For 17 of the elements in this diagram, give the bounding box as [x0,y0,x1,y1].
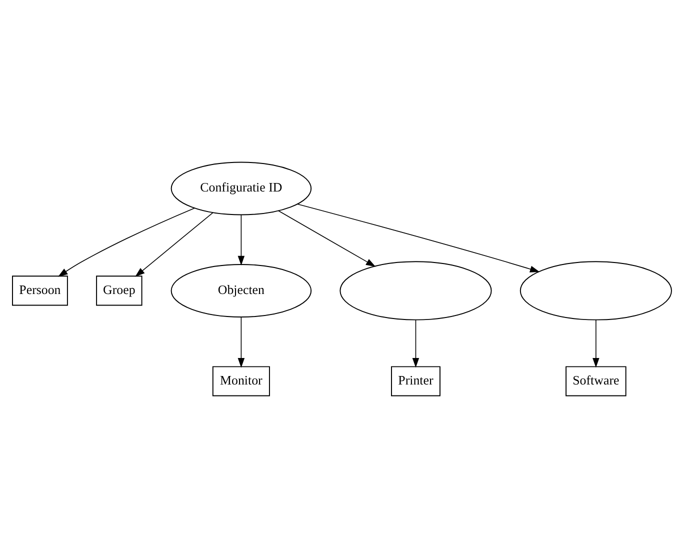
node-box: Printer [391,366,440,396]
arrow [238,316,245,368]
arrow [412,319,420,368]
node-box: Software [566,366,626,396]
arrow [135,212,214,276]
arrow [592,319,600,368]
node-ellipse: Configuratie ID [170,161,312,215]
node-box: Persoon [12,275,68,306]
node-ellipse: Objecten [170,263,312,317]
arrow [278,210,376,266]
node-box: Monitor [212,366,270,396]
node-ellipse [340,260,492,320]
arrow [297,203,540,272]
arrow [238,214,245,266]
node-box: Groep [96,275,142,306]
arrow [58,207,195,276]
node-ellipse [520,260,672,320]
